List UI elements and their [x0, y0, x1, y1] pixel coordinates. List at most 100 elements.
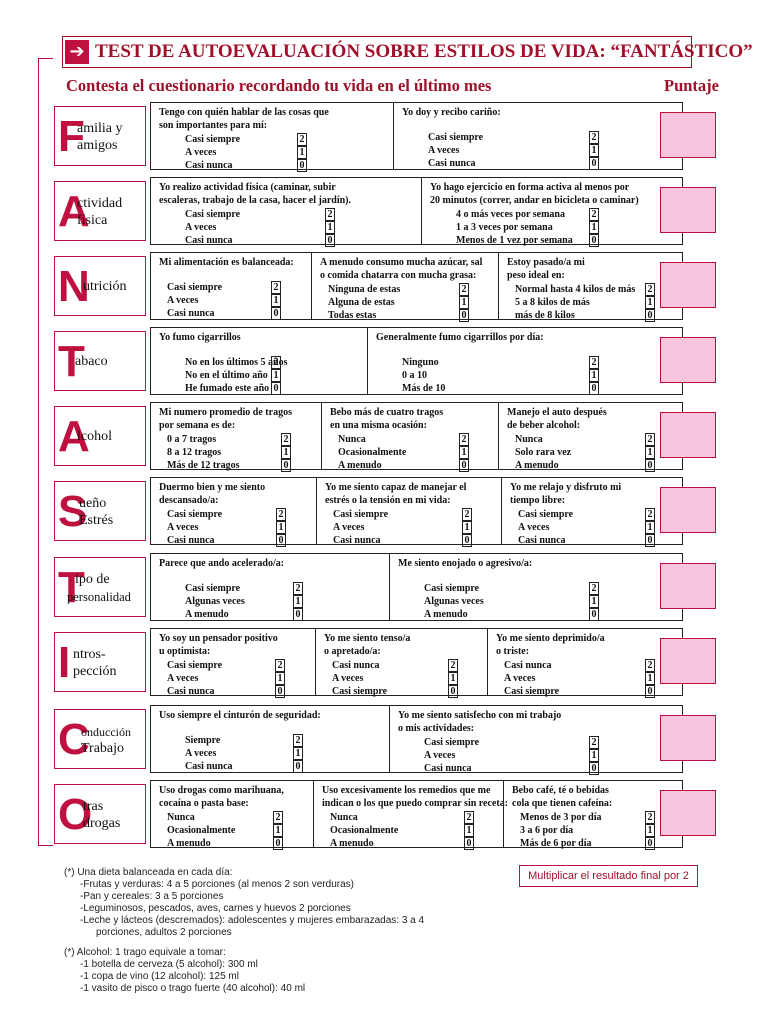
question-text: Duermo bien y me siento	[159, 482, 266, 493]
question-row: Mi alimentación es balanceada:Casi siemp…	[150, 252, 683, 322]
score-value-box[interactable]: 1	[462, 521, 472, 534]
score-value-box[interactable]: 2	[271, 356, 281, 369]
score-value-box[interactable]: 1	[293, 595, 303, 608]
score-value-box[interactable]: 1	[589, 369, 599, 382]
score-value-box[interactable]: 1	[273, 824, 283, 837]
score-value-box[interactable]: 0	[645, 534, 655, 547]
score-value-box[interactable]: 1	[589, 221, 599, 234]
score-input-t[interactable]	[660, 337, 716, 383]
score-value-box[interactable]: 2	[645, 811, 655, 824]
score-value-box[interactable]: 2	[276, 508, 286, 521]
score-value-box[interactable]: 1	[645, 672, 655, 685]
score-value-box[interactable]: 1	[645, 824, 655, 837]
score-input-f[interactable]	[660, 112, 716, 158]
score-input-n[interactable]	[660, 262, 716, 308]
score-value-box[interactable]: 1	[293, 747, 303, 760]
score-value-box[interactable]: 1	[281, 446, 291, 459]
score-value-box[interactable]: 2	[325, 208, 335, 221]
question-text: o mis actividades:	[398, 722, 475, 734]
score-value-box[interactable]: 0	[589, 382, 599, 395]
score-value-box[interactable]: 0	[589, 762, 599, 775]
score-value-box[interactable]: 1	[589, 144, 599, 157]
score-value-box[interactable]: 1	[275, 672, 285, 685]
score-value-box[interactable]: 1	[589, 595, 599, 608]
footnote-line: -1 botella de cerveza (5 alcohol): 300 m…	[80, 959, 258, 970]
score-value-box[interactable]: 0	[589, 608, 599, 621]
score-input-t[interactable]	[660, 563, 716, 609]
score-value-box[interactable]: 1	[448, 672, 458, 685]
score-value-box[interactable]: 0	[448, 685, 458, 698]
score-value-box[interactable]: 1	[459, 446, 469, 459]
score-value-box[interactable]: 0	[273, 837, 283, 850]
score-value-box[interactable]: 1	[459, 296, 469, 309]
title-banner: ➔ TEST DE AUTOEVALUACIÓN SOBRE ESTILOS D…	[62, 36, 753, 68]
score-value-box[interactable]: 0	[276, 534, 286, 547]
footnote-line: -Pan y cereales: 3 a 5 porciones	[80, 891, 224, 902]
score-value-box[interactable]: 1	[645, 521, 655, 534]
score-input-i[interactable]	[660, 638, 716, 684]
answer-option: No en los últimos 5 años	[185, 357, 288, 368]
score-value-box[interactable]: 2	[589, 736, 599, 749]
score-value-box[interactable]: 0	[462, 534, 472, 547]
score-value-box[interactable]: 0	[459, 309, 469, 322]
score-input-s[interactable]	[660, 487, 716, 533]
score-value-box[interactable]: 0	[271, 307, 281, 320]
score-value-box[interactable]: 0	[645, 309, 655, 322]
score-value-box[interactable]: 1	[645, 296, 655, 309]
score-value-box[interactable]: 2	[271, 281, 281, 294]
score-value-box[interactable]: 2	[589, 208, 599, 221]
score-value-box[interactable]: 2	[281, 433, 291, 446]
score-value-box[interactable]: 0	[325, 234, 335, 247]
score-input-c[interactable]	[660, 715, 716, 761]
score-value-box[interactable]: 0	[645, 837, 655, 850]
score-value-box[interactable]: 0	[281, 459, 291, 472]
section-letter: F	[58, 112, 85, 161]
score-value-box[interactable]: 1	[271, 294, 281, 307]
score-value-box[interactable]: 2	[448, 659, 458, 672]
score-value-box[interactable]: 2	[464, 811, 474, 824]
score-value-box[interactable]: 1	[297, 146, 307, 159]
answer-option: Normal hasta 4 kilos de más	[515, 284, 636, 295]
question-text: cocaína o pasta base:	[159, 797, 249, 809]
score-value-box[interactable]: 2	[462, 508, 472, 521]
question-row: Yo realizo actividad física (caminar, su…	[150, 177, 683, 247]
score-value-box[interactable]: 0	[275, 685, 285, 698]
score-value-box[interactable]: 2	[589, 356, 599, 369]
footnote-line: -Frutas y verduras: 4 a 5 porciones (al …	[80, 879, 355, 890]
score-value-box[interactable]: 0	[645, 459, 655, 472]
score-value-box[interactable]: 1	[271, 369, 281, 382]
score-value-box[interactable]: 2	[459, 433, 469, 446]
score-value-box[interactable]: 0	[464, 837, 474, 850]
score-value-box[interactable]: 0	[293, 760, 303, 773]
score-value-box[interactable]: 0	[271, 382, 281, 395]
score-value-box[interactable]: 2	[293, 582, 303, 595]
score-value-box[interactable]: 1	[589, 749, 599, 762]
score-value-box[interactable]: 2	[645, 508, 655, 521]
score-value-box[interactable]: 2	[589, 582, 599, 595]
question-text: Tengo con quién hablar de las cosas que	[159, 107, 329, 118]
score-value-box[interactable]: 2	[589, 131, 599, 144]
score-input-a[interactable]	[660, 412, 716, 458]
score-value-box[interactable]: 2	[459, 283, 469, 296]
score-value-box[interactable]: 2	[645, 433, 655, 446]
score-value-box[interactable]: 1	[325, 221, 335, 234]
score-value-box[interactable]: 2	[275, 659, 285, 672]
score-value-box[interactable]: 2	[273, 811, 283, 824]
score-value-box[interactable]: 1	[276, 521, 286, 534]
score-value-box[interactable]: 2	[645, 659, 655, 672]
score-value-box[interactable]: 0	[293, 608, 303, 621]
score-input-o[interactable]	[660, 790, 716, 836]
score-value-box[interactable]: 2	[297, 133, 307, 146]
score-value-box[interactable]: 1	[464, 824, 474, 837]
score-value-box[interactable]: 1	[645, 446, 655, 459]
score-value-box[interactable]: 2	[293, 734, 303, 747]
question-text: cola que tienen cafeína:	[512, 797, 613, 809]
score-value-box[interactable]: 0	[589, 157, 599, 170]
score-value-box[interactable]: 0	[645, 685, 655, 698]
answer-option: A menudo	[515, 460, 559, 471]
score-value-box[interactable]: 2	[645, 283, 655, 296]
score-value-box[interactable]: 0	[589, 234, 599, 247]
score-input-a[interactable]	[660, 187, 716, 233]
score-value-box[interactable]: 0	[459, 459, 469, 472]
score-value-box[interactable]: 0	[297, 159, 307, 172]
